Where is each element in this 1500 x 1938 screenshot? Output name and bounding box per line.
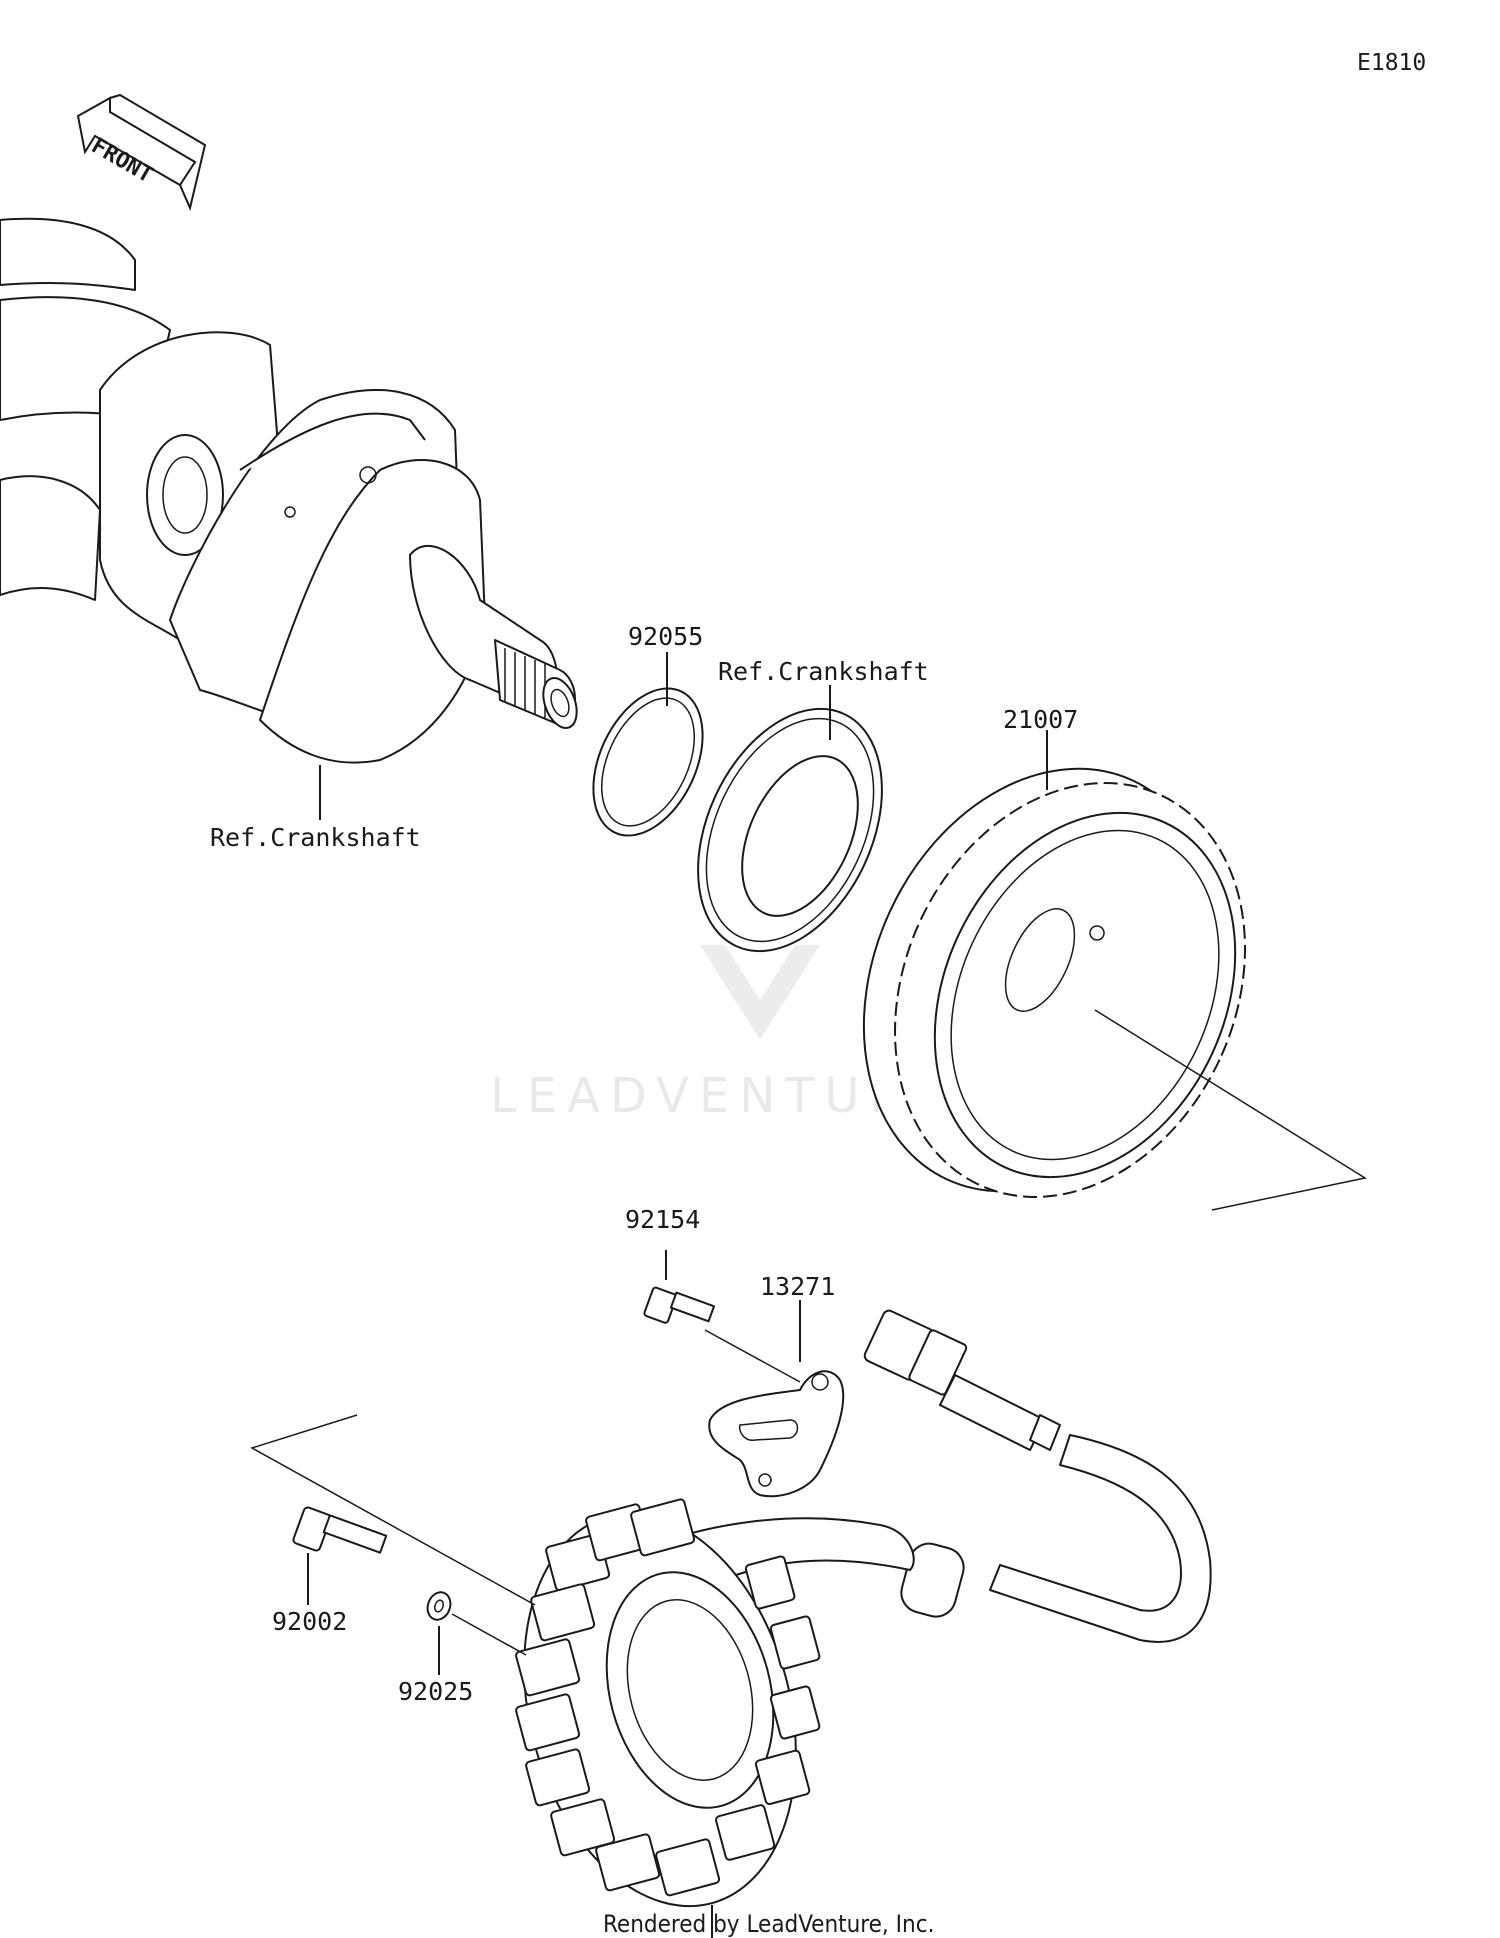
watermark-text: LEADVENTURE — [490, 1068, 953, 1124]
front-label: FRONT — [87, 134, 157, 189]
watermark: LEADVENTURE — [490, 870, 953, 1124]
label-92055: 92055 — [628, 622, 703, 651]
seal-ring — [592, 652, 704, 837]
front-arrow-icon: FRONT — [76, 93, 207, 212]
crankshaft — [0, 217, 578, 820]
diagram-code: E1810 — [1357, 50, 1426, 76]
washer — [426, 1591, 527, 1675]
label-21007: 21007 — [1003, 705, 1078, 734]
small-bolt — [643, 1250, 801, 1383]
label-ref-crankshaft-oil-seal: Ref.Crankshaft — [718, 657, 929, 686]
label-ref-crankshaft: Ref.Crankshaft — [210, 823, 421, 852]
label-92002: 92002 — [272, 1607, 347, 1636]
flywheel-rotor — [862, 730, 1367, 1211]
label-92025: 92025 — [398, 1677, 473, 1706]
label-92154: 92154 — [625, 1205, 700, 1234]
stator-coil — [515, 1498, 821, 1938]
footer-credit: Rendered by LeadVenture, Inc. — [603, 1910, 934, 1938]
oil-seal — [697, 685, 883, 953]
bracket-plate — [708, 1300, 845, 1498]
label-13271: 13271 — [760, 1272, 835, 1301]
stator-bolt — [250, 1414, 536, 1606]
